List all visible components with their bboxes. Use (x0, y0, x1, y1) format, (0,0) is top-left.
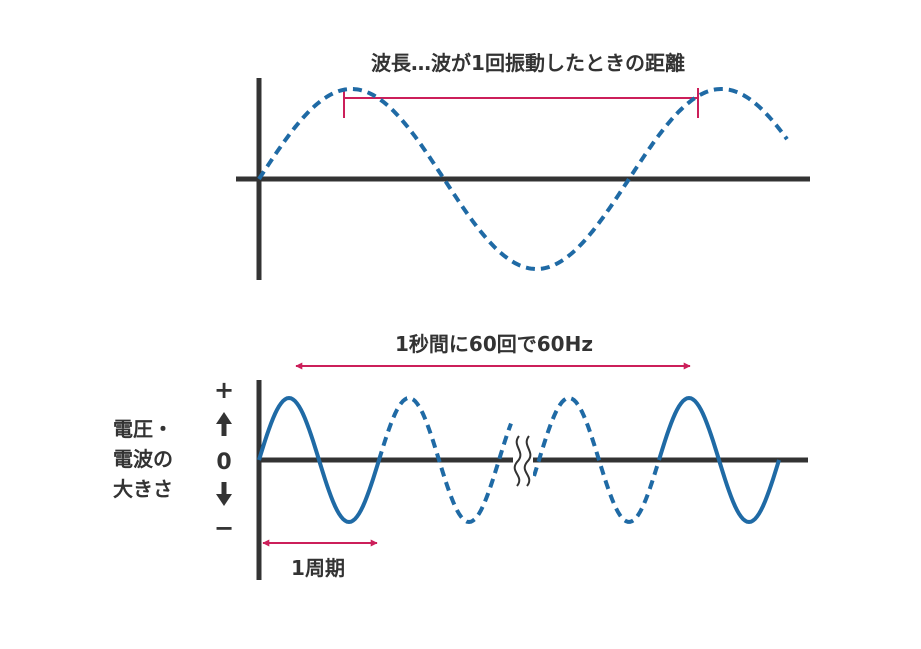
down-arrow-icon (216, 482, 232, 506)
bottom-solid-wave-start (257, 395, 381, 525)
period-label: 1周期 (291, 556, 345, 580)
wavelength-diagram: 波長…波が1回振動したときの距離 (236, 51, 810, 280)
frequency-label: 1秒間に60回で60Hz (395, 332, 593, 356)
wavelength-label: 波長…波が1回振動したときの距離 (371, 51, 685, 75)
y-axis-zero-label: 0 (216, 450, 231, 475)
bottom-dashed-wave-right (532, 396, 660, 524)
y-axis-plus-label: + (214, 376, 234, 404)
bottom-solid-wave-end (657, 395, 781, 525)
axis-break-icon (513, 435, 533, 487)
up-arrow-icon (216, 412, 232, 436)
y-axis-minus-label: − (214, 514, 234, 542)
y-axis-title-line-2: 電波の (113, 447, 173, 471)
bottom-dashed-wave-left (377, 395, 513, 525)
y-axis-title-line-1: 電圧・ (113, 417, 173, 441)
frequency-diagram: 1秒間に60回で60Hz 電圧・ 電波の 大きさ + 0 − (113, 332, 808, 580)
y-axis-title-line-3: 大きさ (113, 477, 173, 501)
